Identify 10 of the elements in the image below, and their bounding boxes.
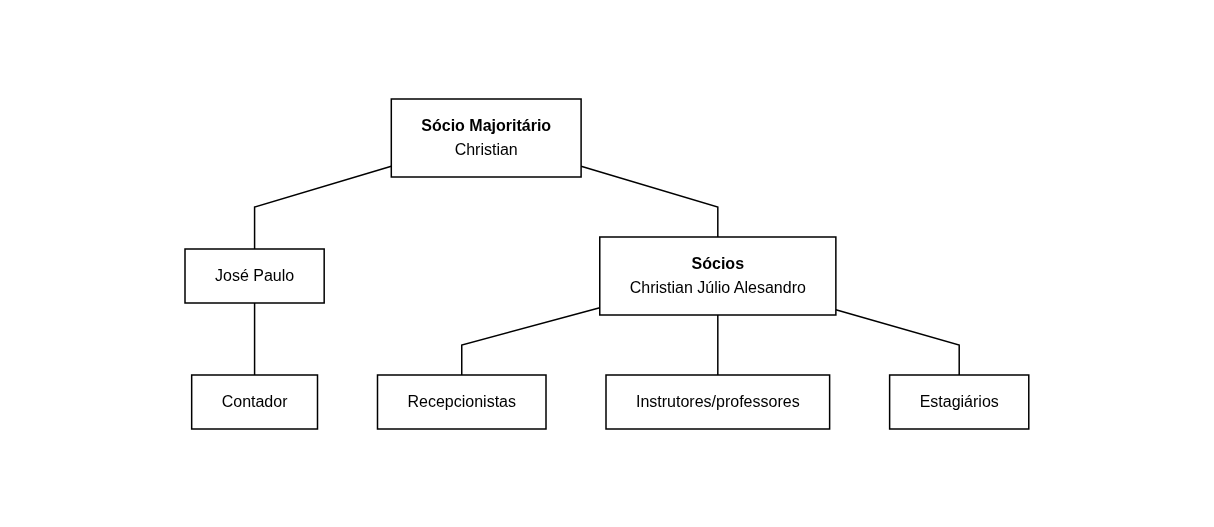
node-box: Sócio Majoritário Christian [390, 97, 582, 178]
node-box: José Paulo [184, 247, 326, 304]
connector [253, 301, 256, 376]
connector [835, 308, 961, 376]
node-box: Contador [191, 373, 319, 430]
node-box: Sócios Christian Júlio Alesandro [599, 235, 837, 316]
connector [717, 313, 719, 376]
node-box: Estagiários [889, 373, 1030, 430]
node-box: Instrutores/professores [605, 373, 831, 430]
node-box: Recepcionistas [376, 373, 547, 430]
